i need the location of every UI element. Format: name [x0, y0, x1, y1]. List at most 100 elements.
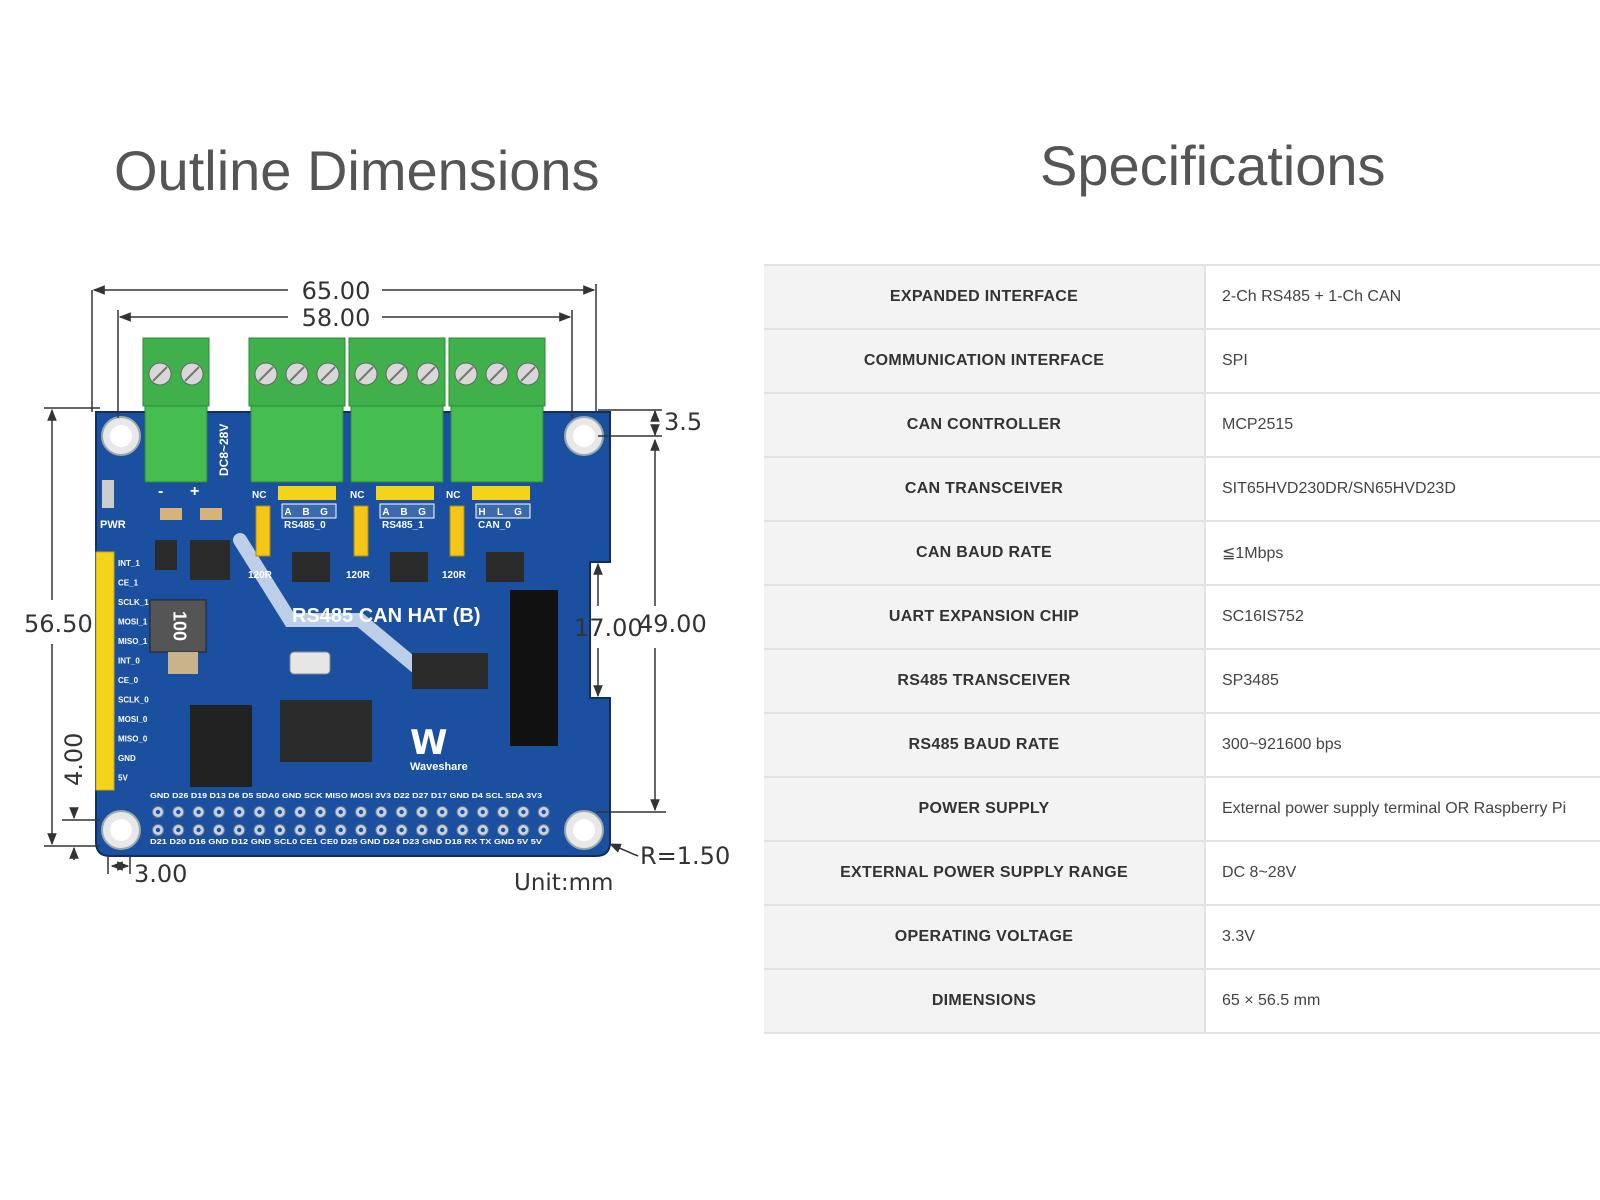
mounting-hole [564, 810, 604, 850]
spec-value: SPI [1205, 329, 1600, 394]
spec-value: SIT65HVD230DR/SN65HVD23D [1205, 457, 1600, 522]
terminal-block [142, 337, 210, 483]
side-pin-label: MISO_1 [118, 637, 148, 646]
dim-height-inner: 49.00 [638, 610, 707, 638]
pin-letter: B [302, 507, 309, 518]
spec-value: 3.3V [1205, 905, 1600, 970]
transceiver-chip [292, 552, 330, 582]
outline-diagram: INT_1CE_1SCLK_1MOSI_1MISO_1INT_0CE_0SCLK… [24, 277, 730, 896]
spec-value: MCP2515 [1205, 393, 1600, 458]
gpio-header-holes [152, 806, 550, 836]
termination-jumper [353, 505, 369, 557]
specifications-title: Specifications [1040, 134, 1386, 197]
outline-dimensions-title: Outline Dimensions [114, 139, 600, 202]
side-pin-label: MISO_0 [118, 735, 148, 744]
pin-letter: H [478, 507, 485, 518]
waveshare-logo: W [410, 723, 448, 763]
spec-label: RS485 BAUD RATE [764, 713, 1206, 778]
spec-value: 300~921600 bps [1205, 713, 1600, 778]
port-label: RS485_0 [284, 520, 326, 531]
spec-label: DIMENSIONS [764, 969, 1206, 1034]
spec-label: OPERATING VOLTAGE [764, 905, 1206, 970]
logic-chip [412, 653, 488, 689]
term-120r-label: 120R [442, 570, 467, 581]
pin-header [278, 486, 336, 500]
pin-letter: B [400, 507, 407, 518]
spec-label: COMMUNICATION INTERFACE [764, 329, 1206, 394]
dimension-lines [44, 284, 666, 874]
spec-value: 2-Ch RS485 + 1-Ch CAN [1205, 264, 1600, 330]
spec-value: External power supply terminal OR Raspbe… [1205, 777, 1600, 842]
uart-expansion-chip [190, 705, 252, 787]
dim-bottom-offset: 4.00 [60, 733, 88, 786]
capacitor [160, 508, 182, 520]
mounting-hole [101, 416, 141, 456]
power-input-label: DC8~28V [217, 424, 231, 476]
crystal [289, 651, 331, 675]
dim-width-overall: 65.00 [302, 277, 371, 305]
side-pin-label: MOSI_1 [118, 618, 148, 627]
side-pin-label: 5V [118, 774, 128, 783]
side-pin-label: MOSI_0 [118, 715, 148, 724]
diode [155, 540, 177, 570]
brand-name: Waveshare [410, 761, 468, 773]
port-label: RS485_1 [382, 520, 424, 531]
regulator-chip [190, 540, 230, 580]
spec-row: CAN BAUD RATE≦1Mbps [764, 521, 1600, 586]
pin-letter: G [418, 507, 426, 518]
pin-letter: G [514, 507, 522, 518]
nc-label: NC [252, 490, 266, 501]
pwr-label: PWR [100, 519, 126, 531]
termination-jumper [255, 505, 271, 557]
pin-letter: A [382, 507, 389, 518]
side-pin-label: INT_1 [118, 559, 140, 568]
spec-label: CAN BAUD RATE [764, 521, 1206, 586]
spec-label: EXTERNAL POWER SUPPLY RANGE [764, 841, 1206, 906]
pwr-led [102, 480, 114, 508]
pcb-board: INT_1CE_1SCLK_1MOSI_1MISO_1INT_0CE_0SCLK… [95, 411, 611, 857]
gpio-top-labels: GND D26 D19 D13 D6 D5 SDA0 GND SCK MISO … [150, 793, 542, 800]
spec-value: SP3485 [1205, 649, 1600, 714]
product-name: RS485 CAN HAT (B) [292, 605, 481, 627]
gpio-side-header [95, 551, 115, 791]
term-120r-label: 120R [346, 570, 371, 581]
port-label: CAN_0 [478, 520, 511, 531]
mounting-hole [101, 810, 141, 850]
pin-header [472, 486, 530, 500]
dim-height-overall: 56.50 [24, 610, 93, 638]
spec-label: EXPANDED INTERFACE [764, 264, 1206, 330]
spec-value: DC 8~28V [1205, 841, 1600, 906]
capacitor [168, 652, 198, 674]
connector-block [510, 590, 558, 746]
side-pin-label: CE_0 [118, 676, 139, 685]
terminal-block [248, 337, 346, 483]
minus-label: - [158, 483, 163, 500]
pin-header [376, 486, 434, 500]
spec-value: SC16IS752 [1205, 585, 1600, 650]
dim-slot-height: 17.00 [574, 614, 643, 642]
terminal-block [448, 337, 546, 483]
terminal-block [348, 337, 446, 483]
side-pin-label: GND [118, 754, 136, 763]
plus-label: + [190, 483, 199, 500]
spec-label: CAN TRANSCEIVER [764, 457, 1206, 522]
can-controller-chip [280, 700, 372, 762]
pin-letter: L [497, 507, 503, 518]
side-pin-label: SCLK_0 [118, 696, 149, 705]
spec-label: CAN CONTROLLER [764, 393, 1206, 458]
side-pin-label: CE_1 [118, 579, 139, 588]
capacitor [200, 508, 222, 520]
unit-label: Unit:mm [514, 870, 613, 896]
